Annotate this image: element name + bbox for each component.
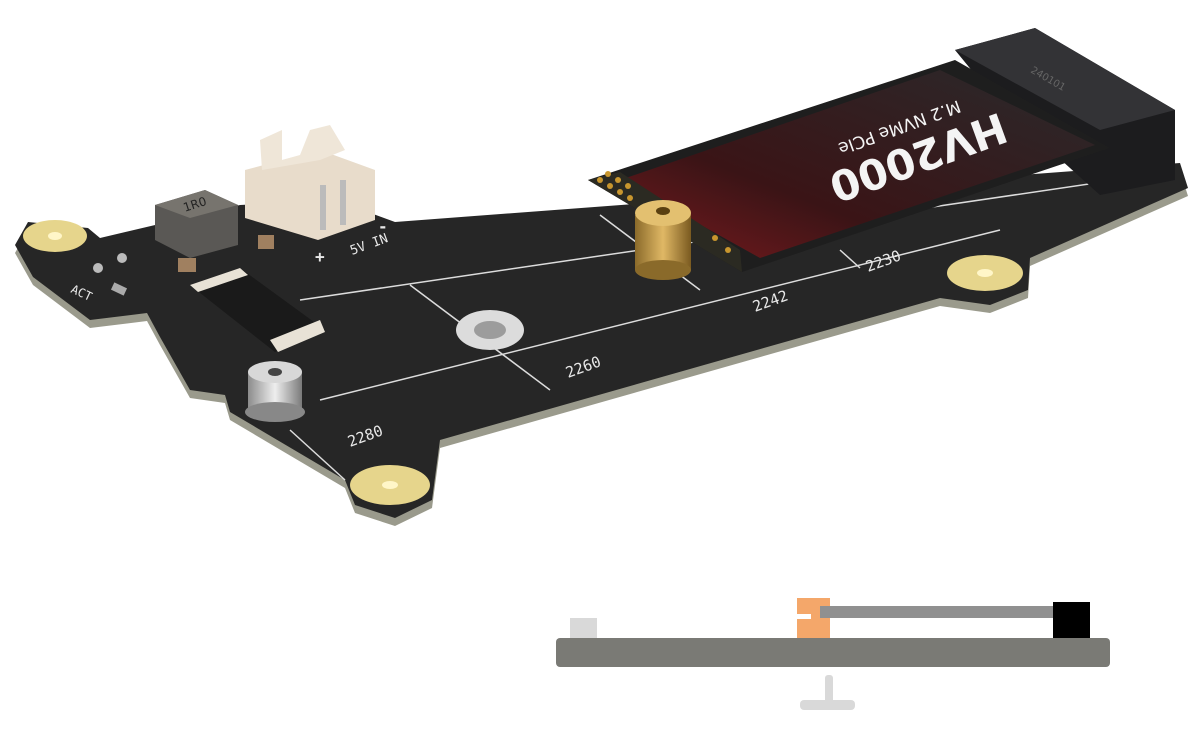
brass-standoff: [635, 200, 691, 280]
mounting-pad: [947, 255, 1023, 291]
label-plus: +: [315, 247, 325, 266]
mounting-hole: [456, 310, 524, 350]
power-connector: [245, 125, 375, 240]
diagram-fpc-connector: [570, 618, 597, 638]
ssd-card: HV2000 M.2 NVMe PCIe: [588, 60, 1110, 272]
smd-capacitor: [178, 258, 196, 272]
led-act: [93, 263, 103, 273]
diagram-m2-connector: [1053, 602, 1090, 638]
diagram-screw-stem: [825, 675, 833, 703]
smd-capacitor: [258, 235, 274, 249]
inductor: 1R0: [155, 190, 238, 258]
diagram-board: [556, 638, 1110, 667]
side-view-diagram: [556, 598, 1110, 710]
diagram-screw-head: [800, 700, 855, 710]
diagram-ssd: [820, 606, 1056, 618]
m2-slot-connector: 240101: [955, 28, 1175, 195]
smd-component: [110, 282, 128, 296]
mounting-pad: [350, 465, 430, 505]
steel-standoff: [245, 361, 305, 422]
inductor-marking: 1R0: [181, 194, 208, 215]
pcb-board: [15, 163, 1188, 518]
label-minus: -: [378, 217, 388, 236]
pcie-fpc-connector: [190, 268, 325, 352]
mounting-pad: [23, 220, 87, 252]
led-pwr: [117, 253, 127, 263]
